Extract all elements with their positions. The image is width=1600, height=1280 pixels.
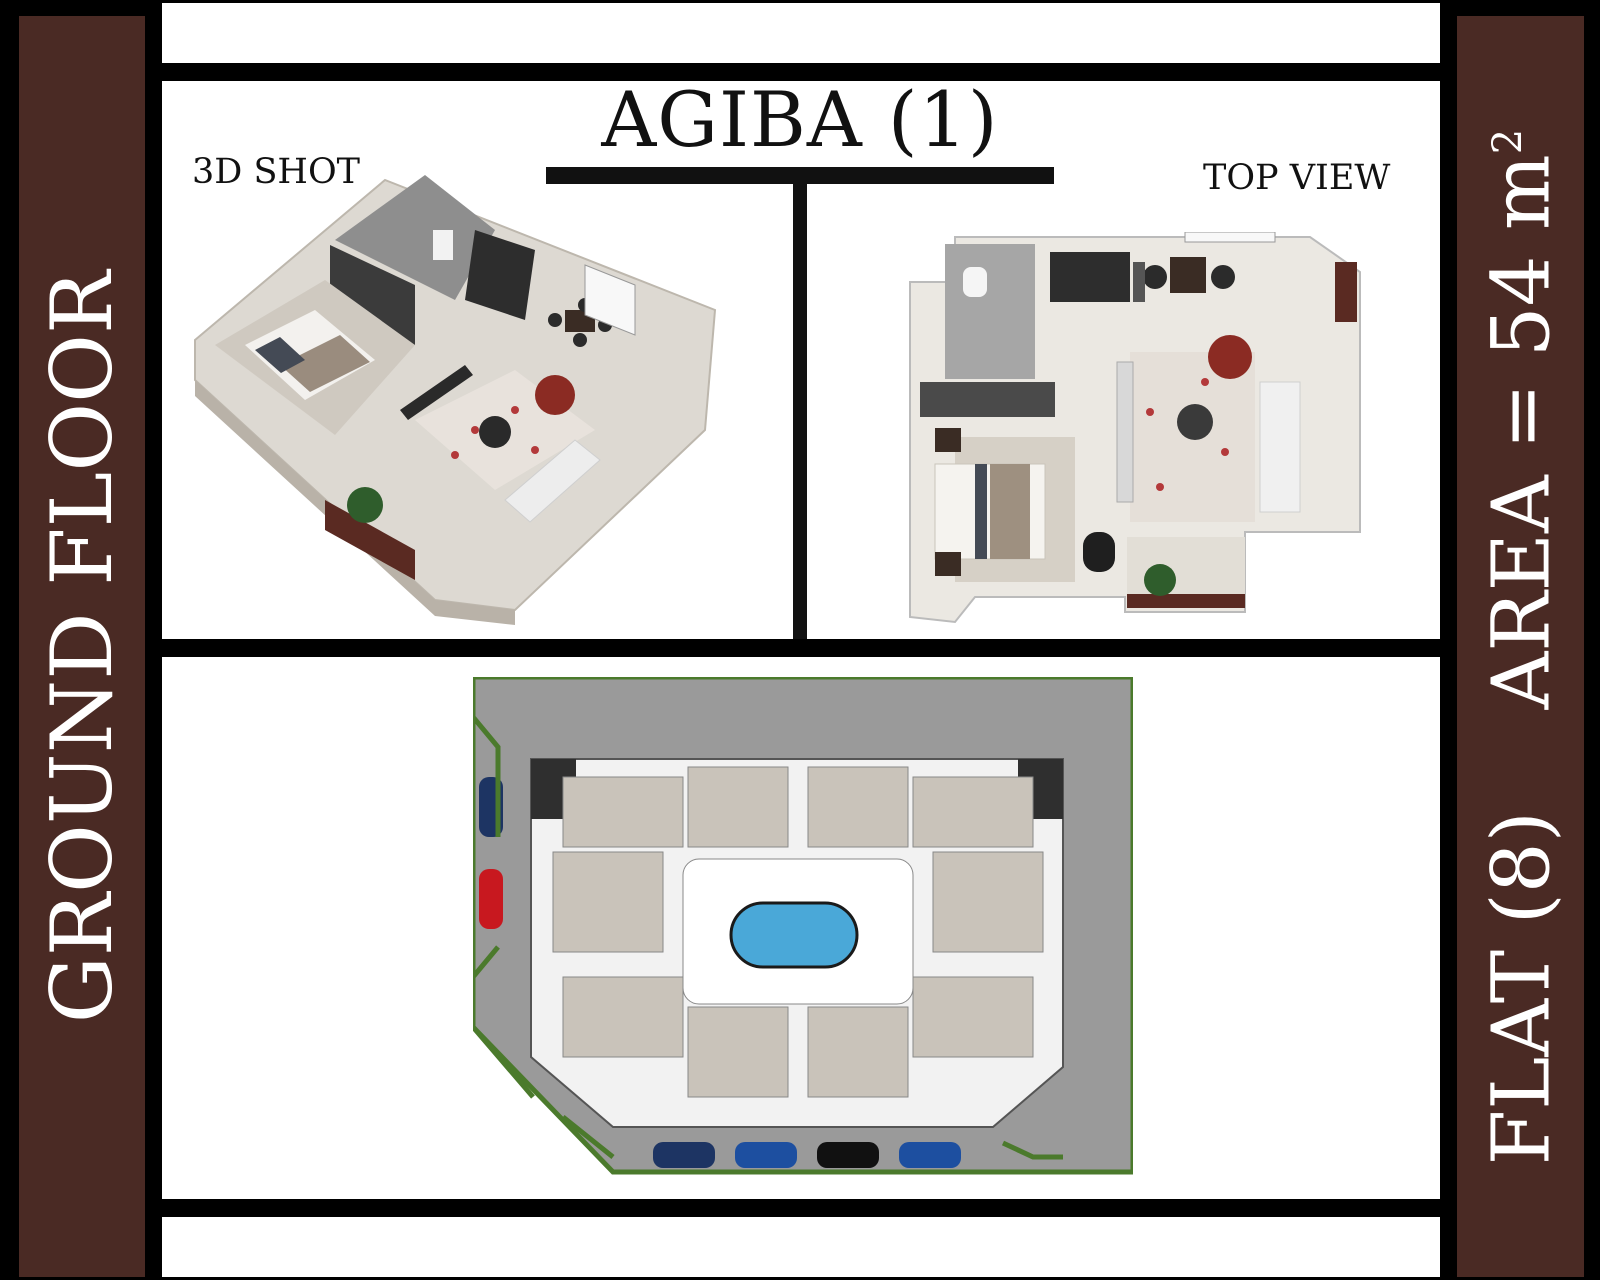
toilet-icon	[963, 267, 987, 297]
armchair	[535, 375, 575, 415]
balcony-planter	[325, 500, 415, 580]
topview-floorplan-image	[909, 232, 1361, 624]
car-icon	[899, 1142, 961, 1168]
coffee-table	[1177, 404, 1213, 440]
flat-area-label: FLAT (8) AREA = 54 m2	[1474, 128, 1567, 1164]
tv-unit	[400, 365, 473, 420]
plant-icon	[347, 487, 383, 523]
car-icon	[735, 1142, 797, 1168]
balcony-planter	[1127, 594, 1245, 608]
page-title: AGIBA (1)	[601, 75, 999, 164]
swimming-pool	[729, 901, 859, 969]
shot3d-floorplan-image	[194, 175, 717, 625]
kitchen-counter	[465, 230, 535, 320]
toilet-icon	[433, 230, 453, 260]
nightstand	[935, 428, 961, 452]
flat-number: FLAT (8)	[1474, 810, 1567, 1165]
panel-divider	[793, 183, 807, 639]
sofa	[1259, 381, 1301, 513]
plant-icon	[1144, 564, 1176, 596]
sofa	[504, 439, 601, 523]
armchair	[1208, 335, 1252, 379]
wardrobe	[920, 382, 1055, 417]
nightstand	[935, 552, 961, 576]
dining-table	[1170, 257, 1206, 293]
bottom-strip	[162, 1217, 1440, 1277]
bathroom-area	[945, 244, 1035, 379]
coffee-table	[479, 416, 511, 448]
car-icon	[479, 869, 503, 929]
wardrobe	[330, 245, 415, 345]
kitchen-counter	[1050, 252, 1130, 302]
left-sidebar: GROUND FLOOR	[19, 16, 145, 1277]
area-unit-exponent: 2	[1484, 128, 1531, 154]
bathroom-area	[335, 175, 495, 300]
right-sidebar: FLAT (8) AREA = 54 m2	[1457, 16, 1584, 1277]
topview-label: TOP VIEW	[1203, 158, 1391, 198]
car-icon	[653, 1142, 715, 1168]
car-icon	[817, 1142, 879, 1168]
ground-floor-label: GROUND FLOOR	[33, 270, 131, 1023]
top-strip	[162, 3, 1440, 63]
area-value: AREA = 54 m	[1474, 153, 1567, 709]
tv-unit	[1116, 361, 1134, 503]
site-plan-image	[473, 677, 1133, 1175]
shot3d-label: 3D SHOT	[192, 152, 360, 192]
title-underline	[546, 167, 1054, 184]
